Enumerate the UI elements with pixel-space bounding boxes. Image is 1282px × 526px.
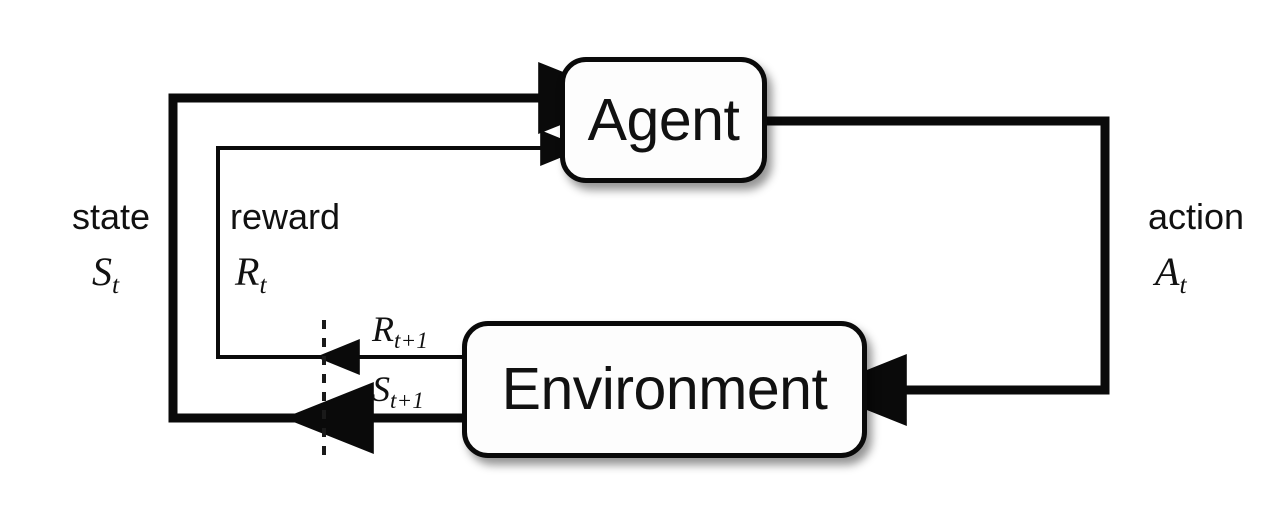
math-state-t-plus-1-symbol: S <box>372 369 390 409</box>
edge-label-action: action <box>1148 196 1245 237</box>
math-reward-t-plus-1: Rt+1 <box>372 309 428 351</box>
edge-label-reward: reward <box>230 196 341 237</box>
node-environment-label: Environment <box>501 356 828 422</box>
math-reward-t-plus-1-subscript: t+1 <box>394 326 429 353</box>
math-state-t-subscript: t <box>112 269 120 299</box>
math-reward-t-symbol: R <box>235 249 260 294</box>
math-state-t-plus-1: St+1 <box>372 369 424 411</box>
math-reward-t-plus-1-symbol: R <box>372 309 394 349</box>
edge-reward-to-agent <box>216 130 585 359</box>
edge-label-state: state <box>72 196 151 237</box>
math-state-t: St <box>92 249 119 297</box>
math-action-t-symbol: A <box>1155 249 1180 294</box>
edge-action-to-environment <box>767 116 1110 426</box>
edge-state-to-agent <box>168 62 629 423</box>
math-state-t-symbol: S <box>92 249 112 294</box>
node-environment[interactable]: Environment <box>462 321 867 458</box>
math-reward-t: Rt <box>235 249 267 297</box>
math-reward-t-subscript: t <box>259 269 267 299</box>
node-agent[interactable]: Agent <box>560 57 767 183</box>
math-action-t-subscript: t <box>1179 269 1187 299</box>
math-state-t-plus-1-subscript: t+1 <box>390 386 425 413</box>
node-agent-label: Agent <box>587 86 740 153</box>
math-action-t: At <box>1155 249 1187 297</box>
